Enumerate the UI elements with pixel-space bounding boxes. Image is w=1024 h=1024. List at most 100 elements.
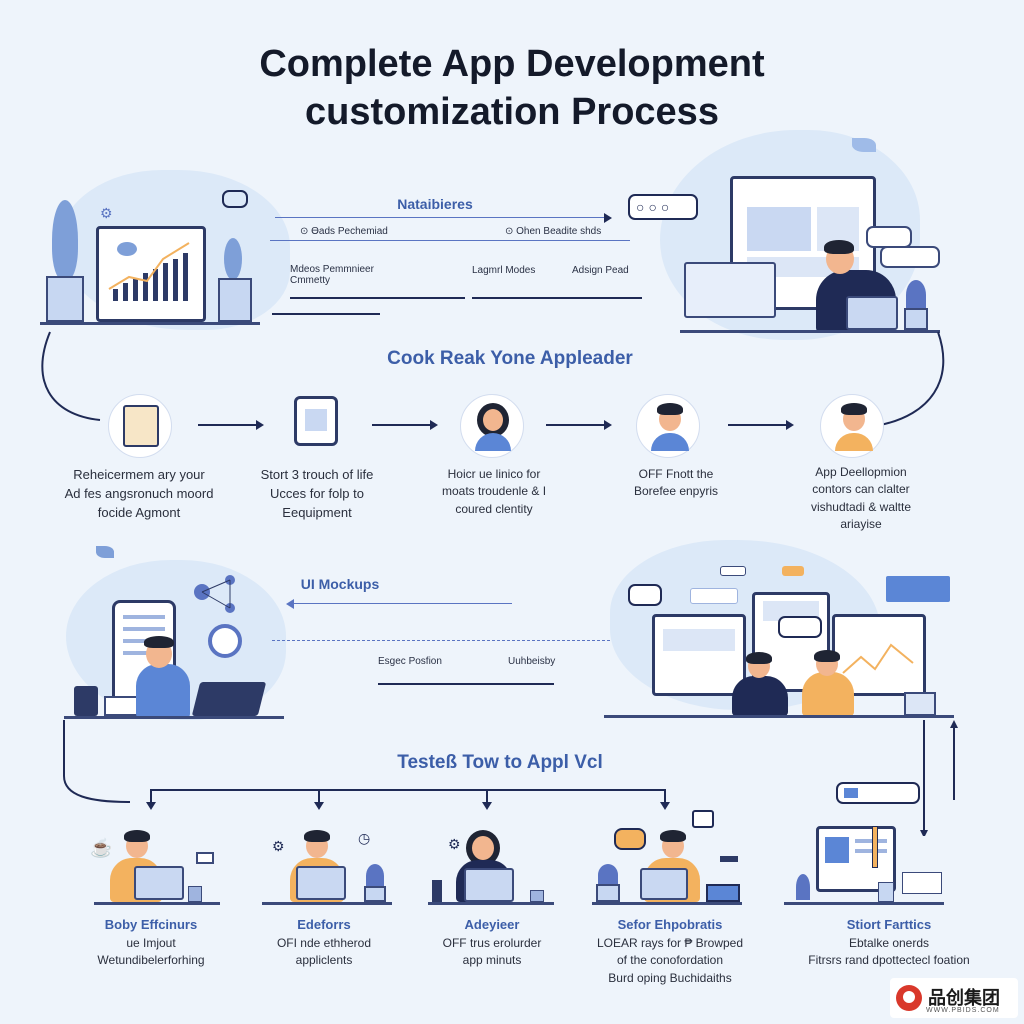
pen-icon [720,856,738,862]
section-heading-mockups: UI Mockups [300,576,380,592]
flow-arrow-down [146,790,156,810]
settings-circle-icon [208,624,242,658]
pencil-icon [872,826,878,868]
message-icon [692,810,714,828]
coffee-icon: ☕ [90,838,113,858]
testing-step-2: Edeforrs OFI nde ethherod appliclents [276,917,372,968]
laptop-icon [464,868,514,902]
top-label-5: Adsign Pead [572,265,629,276]
tag-icon [720,566,746,576]
woman-avatar [460,394,524,458]
team-member-body-icon [732,676,788,716]
desk-line [592,902,742,905]
document-icon [108,394,172,458]
section-heading-top: Nataibieres [397,196,473,212]
notification-bar-icon [836,782,920,804]
gear-icon: ⚙ [100,205,113,221]
desk-line [784,902,944,905]
desk-line [680,330,940,333]
mockup-monitor-icon [652,614,746,696]
laptop-icon [191,682,267,716]
desk-line [40,322,260,325]
flow-arrow [728,420,794,430]
desk-line [428,902,554,905]
cup-icon [878,882,894,902]
developer-body-icon [136,664,190,718]
top-label-1: ⊙ Ɵads Pechemiad [300,226,388,237]
testing-step-4: Sefor Ehpobratis LOEAR rays for ₱ Browpe… [596,917,744,985]
hair-icon [660,830,686,842]
plant-pot-icon [904,308,928,330]
flow-arrow-down [482,790,492,810]
laptop-icon [104,696,138,716]
leaf-icon [96,546,114,558]
watermark-url: WWW.PBIDS.COM [926,1007,1000,1014]
top-label-2: ⊙ Ohen Beadite shds [505,226,602,237]
testing-monitor-icon [816,826,896,892]
analytics-monitor-icon [96,226,206,322]
plant-pot-icon [46,276,84,322]
plant-icon [906,280,926,310]
section-heading-testing: Testeß Tow to Appl Vcl [397,752,603,773]
page-title-line1: Complete App Development [259,43,765,85]
top-label-4: Lagmrl Modes [472,265,536,276]
chat-bubble-icon [628,584,662,606]
testing-step-5: Stiort Farttics Ebtalke onerds Fitrsrs r… [808,917,970,968]
hair-icon [824,240,854,254]
top-label-3: Mdeos Pemmnieer Cmmetty [290,264,374,286]
laptop-screen-icon [684,262,776,318]
logo-mark-icon [896,985,922,1011]
hair-icon [814,650,840,662]
watermark-name: 品创集团 [928,988,1000,1008]
tablet-icon [294,396,338,446]
plant-pot-icon [596,884,620,902]
hair-icon [144,636,174,648]
plant-icon [598,864,618,886]
connector-lines [63,720,958,836]
code-bubble-icon [880,246,940,268]
laptop-icon [640,868,688,900]
document-icon [902,872,942,894]
page-title-line2: customization Process [305,91,719,133]
laptop-icon [134,866,184,900]
leaf-icon [852,138,876,152]
watermark-logo: 品创集团 WWW.PBIDS.COM [890,978,1018,1018]
tag-icon [690,588,738,604]
team-member-body-icon [802,672,854,716]
chat-bubble-icon [778,616,822,638]
divider [472,297,642,299]
chat-bubble-icon [614,828,646,850]
plant-pot-icon [364,886,386,902]
hair-icon [746,652,772,664]
network-icon [194,575,235,613]
clock-icon: ◷ [358,830,371,846]
desk-line [64,716,284,719]
plant-icon [796,874,810,900]
shape-tool-icon: ○○○ [628,194,698,220]
flow-arrow [198,420,264,430]
section-heading-row2: Cook Reak Yone Appleader [387,348,633,369]
hair-icon [124,830,150,842]
plant-pot-icon [218,278,252,322]
curved-connector [41,331,945,426]
desk-line [262,902,392,905]
dashed-connector [272,640,610,641]
banner-icon [886,576,950,602]
gear-icon: ⚙ [272,838,285,854]
divider [270,240,630,241]
books-icon [706,884,740,902]
card-icon [196,852,214,864]
code-bubble-icon [866,226,912,248]
cup-icon [188,886,202,902]
flow-arrow [372,420,438,430]
desk-line [604,715,954,718]
laptop-icon [296,866,346,900]
testing-step-3: Adeyieer OFF trus erolurder app minuts [442,917,542,968]
developer-avatar [820,394,884,458]
chat-bubble-icon [222,190,248,208]
